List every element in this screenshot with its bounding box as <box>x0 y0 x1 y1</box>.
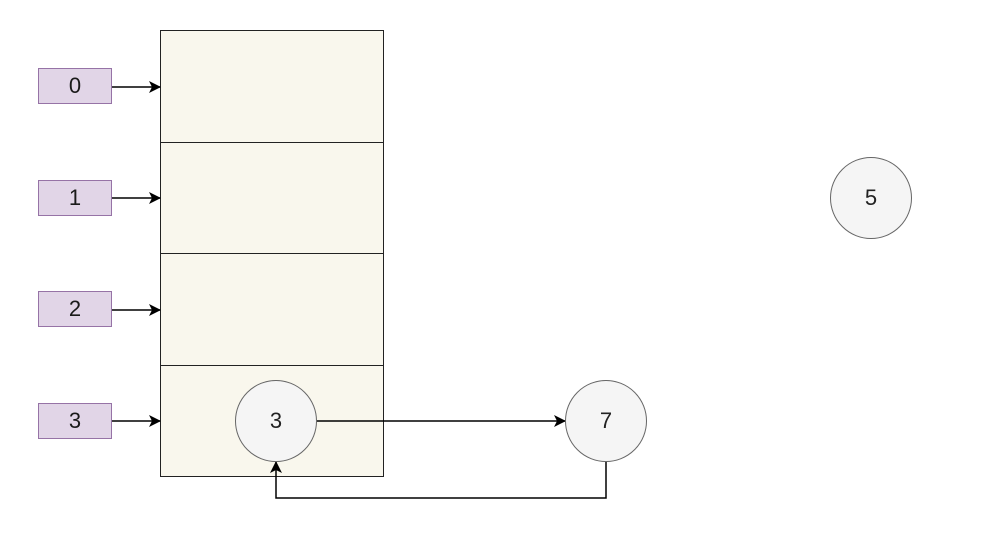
back-link-arrow <box>270 461 607 499</box>
index-box-2: 2 <box>38 291 112 327</box>
lone-node: 5 <box>830 157 912 239</box>
bucket-node: 3 <box>235 380 317 462</box>
bucket-1 <box>161 143 383 254</box>
bucket-2 <box>161 254 383 366</box>
index-box-1: 1 <box>38 180 112 216</box>
index-box-0: 0 <box>38 68 112 104</box>
bucket-0 <box>161 31 383 143</box>
index-box-3: 3 <box>38 403 112 439</box>
chain-node: 7 <box>565 380 647 462</box>
